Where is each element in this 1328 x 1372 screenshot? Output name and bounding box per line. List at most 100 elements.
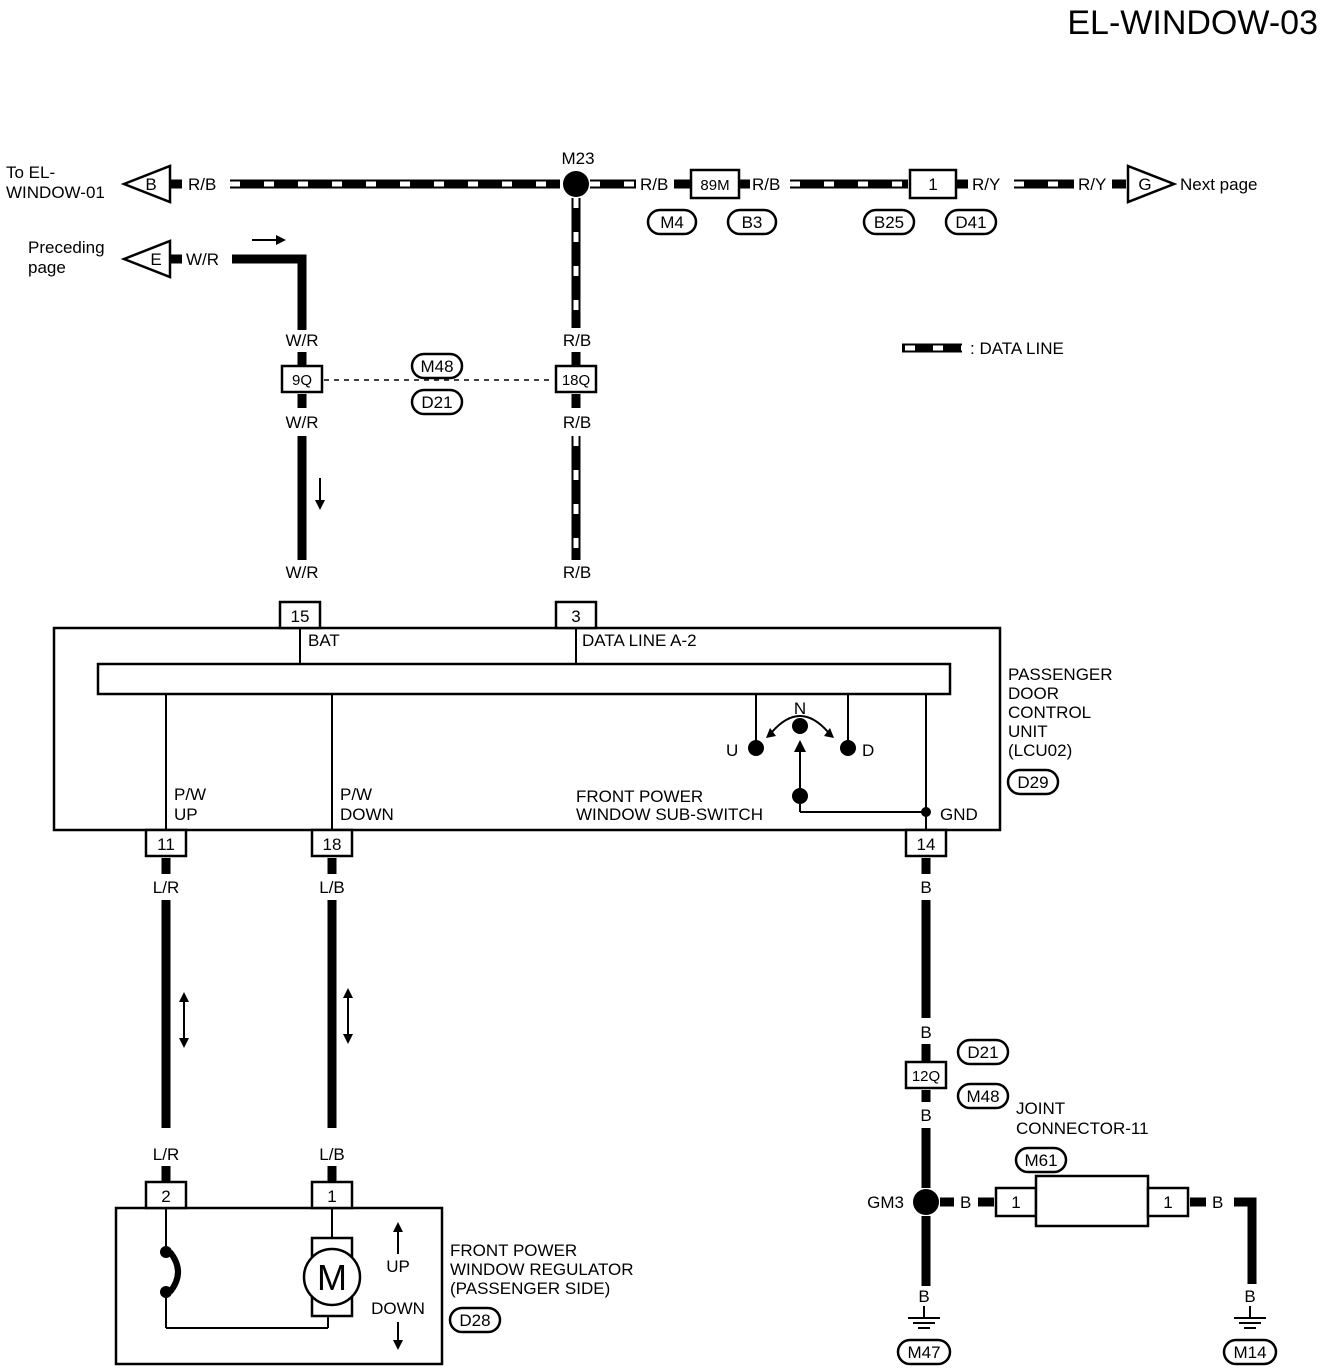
regulator-name-line2: WINDOW REGULATOR — [450, 1260, 634, 1279]
connector-e-label: E — [150, 250, 161, 269]
pin-15-label: 15 — [291, 607, 310, 626]
tag-m4 — [646, 208, 698, 236]
wire-wr-4: W/R — [285, 563, 318, 582]
wire-rb-left: R/B — [188, 175, 216, 194]
tag-m48-mid — [410, 352, 464, 380]
switch-u-label: U — [726, 741, 738, 760]
unit-name-line3: CONTROL — [1008, 703, 1091, 722]
tag-d29-label: D29 — [1017, 773, 1048, 792]
page-title: EL-WINDOW-03 — [1067, 4, 1318, 42]
wire-b-m14: B — [1244, 1287, 1255, 1306]
joint-name-line2: CONNECTOR-11 — [1016, 1119, 1149, 1138]
control-unit-box — [52, 626, 1002, 832]
wire-b-m47: B — [918, 1287, 929, 1306]
pin-3-label: 3 — [571, 607, 580, 626]
tag-m14 — [1222, 1338, 1278, 1366]
wire-rb-3: R/B — [752, 175, 780, 194]
gnd-label: GND — [940, 805, 978, 824]
joint-pin-1b-label: 1 — [1163, 1193, 1172, 1212]
motor-symbol — [302, 1247, 362, 1307]
connector-12q-label: 12Q — [912, 1068, 940, 1085]
reg-pin-1 — [310, 1180, 354, 1210]
tag-d21-low-label: D21 — [967, 1043, 998, 1062]
front-power-window-sub-switch: U N D FRONT POWER WINDOW SUB-SWITCH — [576, 694, 924, 824]
switch-d-label: D — [862, 741, 874, 760]
pin-11-label: 11 — [157, 835, 175, 854]
tag-d29 — [1006, 768, 1060, 796]
pw-down-line2: DOWN — [340, 805, 394, 824]
pin-11 — [144, 828, 188, 858]
regulator-box — [114, 1206, 444, 1366]
wire-ry-1: R/Y — [972, 175, 1000, 194]
tag-m48-low — [956, 1082, 1010, 1110]
tag-d41-label: D41 — [955, 213, 986, 232]
splice-gm3-label: GM3 — [867, 1193, 904, 1212]
wire-wr-3: W/R — [285, 413, 318, 432]
regulator-name-line1: FRONT POWER — [450, 1241, 577, 1260]
tag-b3 — [726, 208, 778, 236]
connector-12q — [904, 1060, 948, 1090]
pin-3 — [554, 600, 598, 630]
joint-pin-1b — [1146, 1186, 1190, 1218]
splice-m23 — [563, 171, 589, 197]
legend-data-line: : DATA LINE — [902, 339, 1064, 358]
connector-18q-label: 18Q — [562, 372, 590, 389]
connector-g-label: G — [1138, 175, 1151, 194]
down-label: DOWN — [371, 1299, 425, 1318]
tag-d28 — [448, 1306, 502, 1334]
pin-18 — [310, 828, 354, 858]
preceding-line1: Preceding — [28, 238, 105, 257]
data-line-a2-label: DATA LINE A-2 — [582, 631, 697, 650]
wire-b-gm3: B — [960, 1193, 971, 1212]
unit-name-line4: UNIT — [1008, 722, 1048, 741]
preceding-line2: page — [28, 258, 66, 277]
next-page-label: Next page — [1180, 175, 1258, 194]
tag-d21-low — [956, 1038, 1010, 1066]
connector-18q — [554, 364, 598, 394]
tag-b25-label: B25 — [874, 213, 904, 232]
wire-rb-4: R/B — [563, 331, 591, 350]
sub-switch-line1: FRONT POWER — [576, 787, 703, 806]
regulator-name-line3: (PASSENGER SIDE) — [450, 1279, 610, 1298]
internal-bus-bar — [96, 662, 952, 696]
unit-name-line5: (LCU02) — [1008, 741, 1072, 760]
middle-connectors: W/R R/B 9Q 18Q M48 D21 W/R R/B W/R R/B — [280, 198, 598, 582]
unit-name-line2: DOOR — [1008, 684, 1059, 703]
tag-d21-mid — [410, 388, 464, 416]
pin-15 — [278, 600, 322, 630]
to-label-line2: WINDOW-01 — [6, 183, 105, 202]
connector-89m — [689, 168, 741, 200]
wire-b-joint: B — [1212, 1193, 1223, 1212]
tag-m48-mid-label: M48 — [420, 357, 453, 376]
reg-pin-1-label: 1 — [327, 1187, 336, 1206]
wire-b-3: B — [920, 1106, 931, 1125]
tag-b25 — [862, 208, 916, 236]
splice-gm3 — [913, 1189, 939, 1215]
wire-ry-2: R/Y — [1078, 175, 1106, 194]
unit-name-line1: PASSENGER — [1008, 665, 1113, 684]
joint-connector-body — [1034, 1174, 1150, 1228]
wire-rb-6: R/B — [563, 563, 591, 582]
pw-down-line1: P/W — [340, 785, 372, 804]
front-power-window-regulator: 2 1 M UP DOWN FRONT POWER WINDOW REGULAT… — [114, 1180, 634, 1366]
switch-n-label: N — [794, 699, 806, 718]
tag-d21-mid-label: D21 — [421, 393, 452, 412]
circuit-breaker — [167, 1250, 181, 1294]
wire-lr-2: L/R — [153, 1145, 179, 1164]
passenger-door-control-unit: 15 3 BAT DATA LINE A-2 P/W UP P/W DOWN — [52, 600, 1113, 858]
preceding-page-input: Preceding page E W/R — [28, 235, 307, 330]
connector-1-top-label: 1 — [928, 175, 937, 194]
tag-m4-label: M4 — [660, 213, 684, 232]
to-label-line1: To EL- — [6, 163, 55, 182]
tag-m48-low-label: M48 — [966, 1087, 999, 1106]
wire-rb-5: R/B — [563, 413, 591, 432]
connector-e-arrow — [120, 239, 172, 279]
tag-m47 — [896, 1338, 952, 1366]
pin-14-label: 14 — [917, 835, 936, 854]
motor-label: M — [317, 1257, 347, 1298]
tag-d28-label: D28 — [459, 1311, 490, 1330]
connector-b-label: B — [145, 175, 156, 194]
pin-14 — [904, 828, 948, 858]
wire-b-2: B — [920, 1023, 931, 1042]
